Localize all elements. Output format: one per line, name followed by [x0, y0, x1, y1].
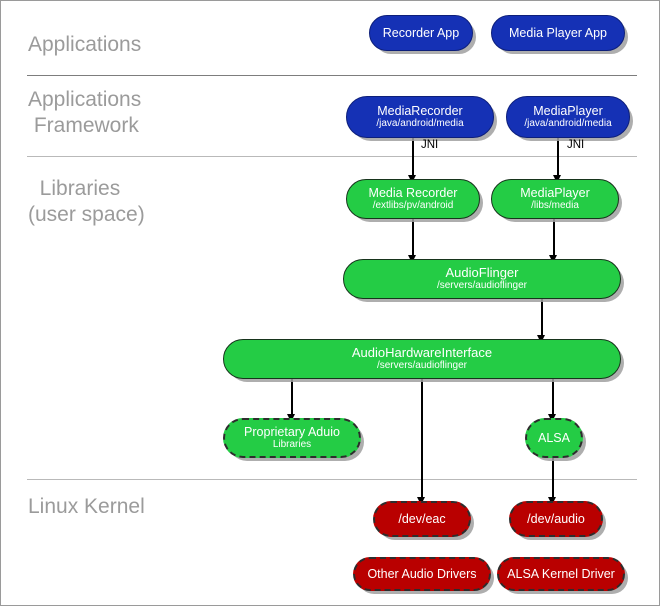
layer-label-applications: Applications	[28, 33, 142, 56]
connector-mediaplayer-to-audioflinger	[553, 219, 555, 263]
node-mediaplayer-framework[interactable]: MediaPlayer/java/android/media	[506, 96, 630, 138]
connector-audioflinger-to-ahi	[541, 299, 543, 343]
connector-ahi-to-dev-eac	[421, 379, 423, 504]
connector-mediaplayer-to-lib	[557, 138, 559, 183]
separator-applications	[27, 75, 637, 76]
node-title: Other Audio Drivers	[367, 567, 477, 581]
node-title: ALSA Kernel Driver	[507, 567, 615, 581]
layer-label-applications-framework: Applications Framework	[28, 88, 142, 137]
node-title: AudioFlinger	[445, 265, 519, 280]
node-recorder-app[interactable]: Recorder App	[369, 15, 473, 51]
separator-linux-kernel	[27, 479, 637, 480]
node-title: /dev/audio	[527, 512, 585, 526]
connector-ahi-to-proprietary-libs	[291, 379, 293, 421]
separator-applications-framework	[27, 156, 637, 157]
node-subtitle: /servers/audioflinger	[436, 280, 528, 291]
connector-media-recorder-to-audioflinger	[412, 219, 414, 263]
node-subtitle: /extlibs/pv/android	[372, 200, 454, 211]
node-media-player-app[interactable]: Media Player App	[491, 15, 625, 51]
node-title: Recorder App	[382, 26, 460, 40]
node-title: /dev/eac	[398, 512, 446, 526]
node-mediarecorder-framework[interactable]: MediaRecorder/java/android/media	[346, 96, 494, 138]
node-subtitle: /libs/media	[531, 200, 579, 211]
node-title: MediaPlayer	[520, 186, 590, 200]
node-alsa-kernel-driver[interactable]: ALSA Kernel Driver	[497, 557, 625, 591]
node-title: Media Recorder	[368, 186, 458, 200]
layer-label-linux-kernel: Linux Kernel	[28, 495, 145, 518]
node-dev-audio[interactable]: /dev/audio	[509, 501, 603, 537]
node-audiohardwareinterface[interactable]: AudioHardwareInterface/servers/audioflin…	[223, 339, 621, 379]
node-subtitle: /java/android/media	[524, 118, 612, 129]
node-alsa[interactable]: ALSA	[525, 418, 583, 458]
node-title: MediaRecorder	[377, 104, 463, 118]
node-title: AudioHardwareInterface	[351, 345, 493, 360]
node-subtitle: /servers/audioflinger	[376, 360, 468, 371]
node-title: Proprietary Aduio	[244, 425, 340, 439]
layer-label-libraries: Libraries (user space)	[28, 177, 145, 226]
connector-ahi-to-alsa	[552, 379, 554, 421]
connector-alsa-to-dev-audio	[552, 458, 554, 504]
node-mediaplayer-lib[interactable]: MediaPlayer/libs/media	[491, 179, 619, 219]
node-title: Media Player App	[509, 26, 607, 40]
node-other-audio-drivers[interactable]: Other Audio Drivers	[353, 557, 491, 591]
connector-mediarecorder-to-lib	[412, 138, 414, 183]
node-subtitle: /java/android/media	[376, 118, 464, 129]
node-title: ALSA	[538, 431, 570, 445]
node-dev-eac[interactable]: /dev/eac	[373, 501, 471, 537]
node-subtitle: Libraries	[272, 439, 312, 450]
node-title: MediaPlayer	[533, 104, 603, 118]
node-audioflinger[interactable]: AudioFlinger/servers/audioflinger	[343, 259, 621, 299]
edge-label-jni-recorder: JNI	[421, 139, 439, 151]
node-media-recorder-lib[interactable]: Media Recorder/extlibs/pv/android	[346, 179, 480, 219]
edge-label-jni-player: JNI	[567, 139, 585, 151]
